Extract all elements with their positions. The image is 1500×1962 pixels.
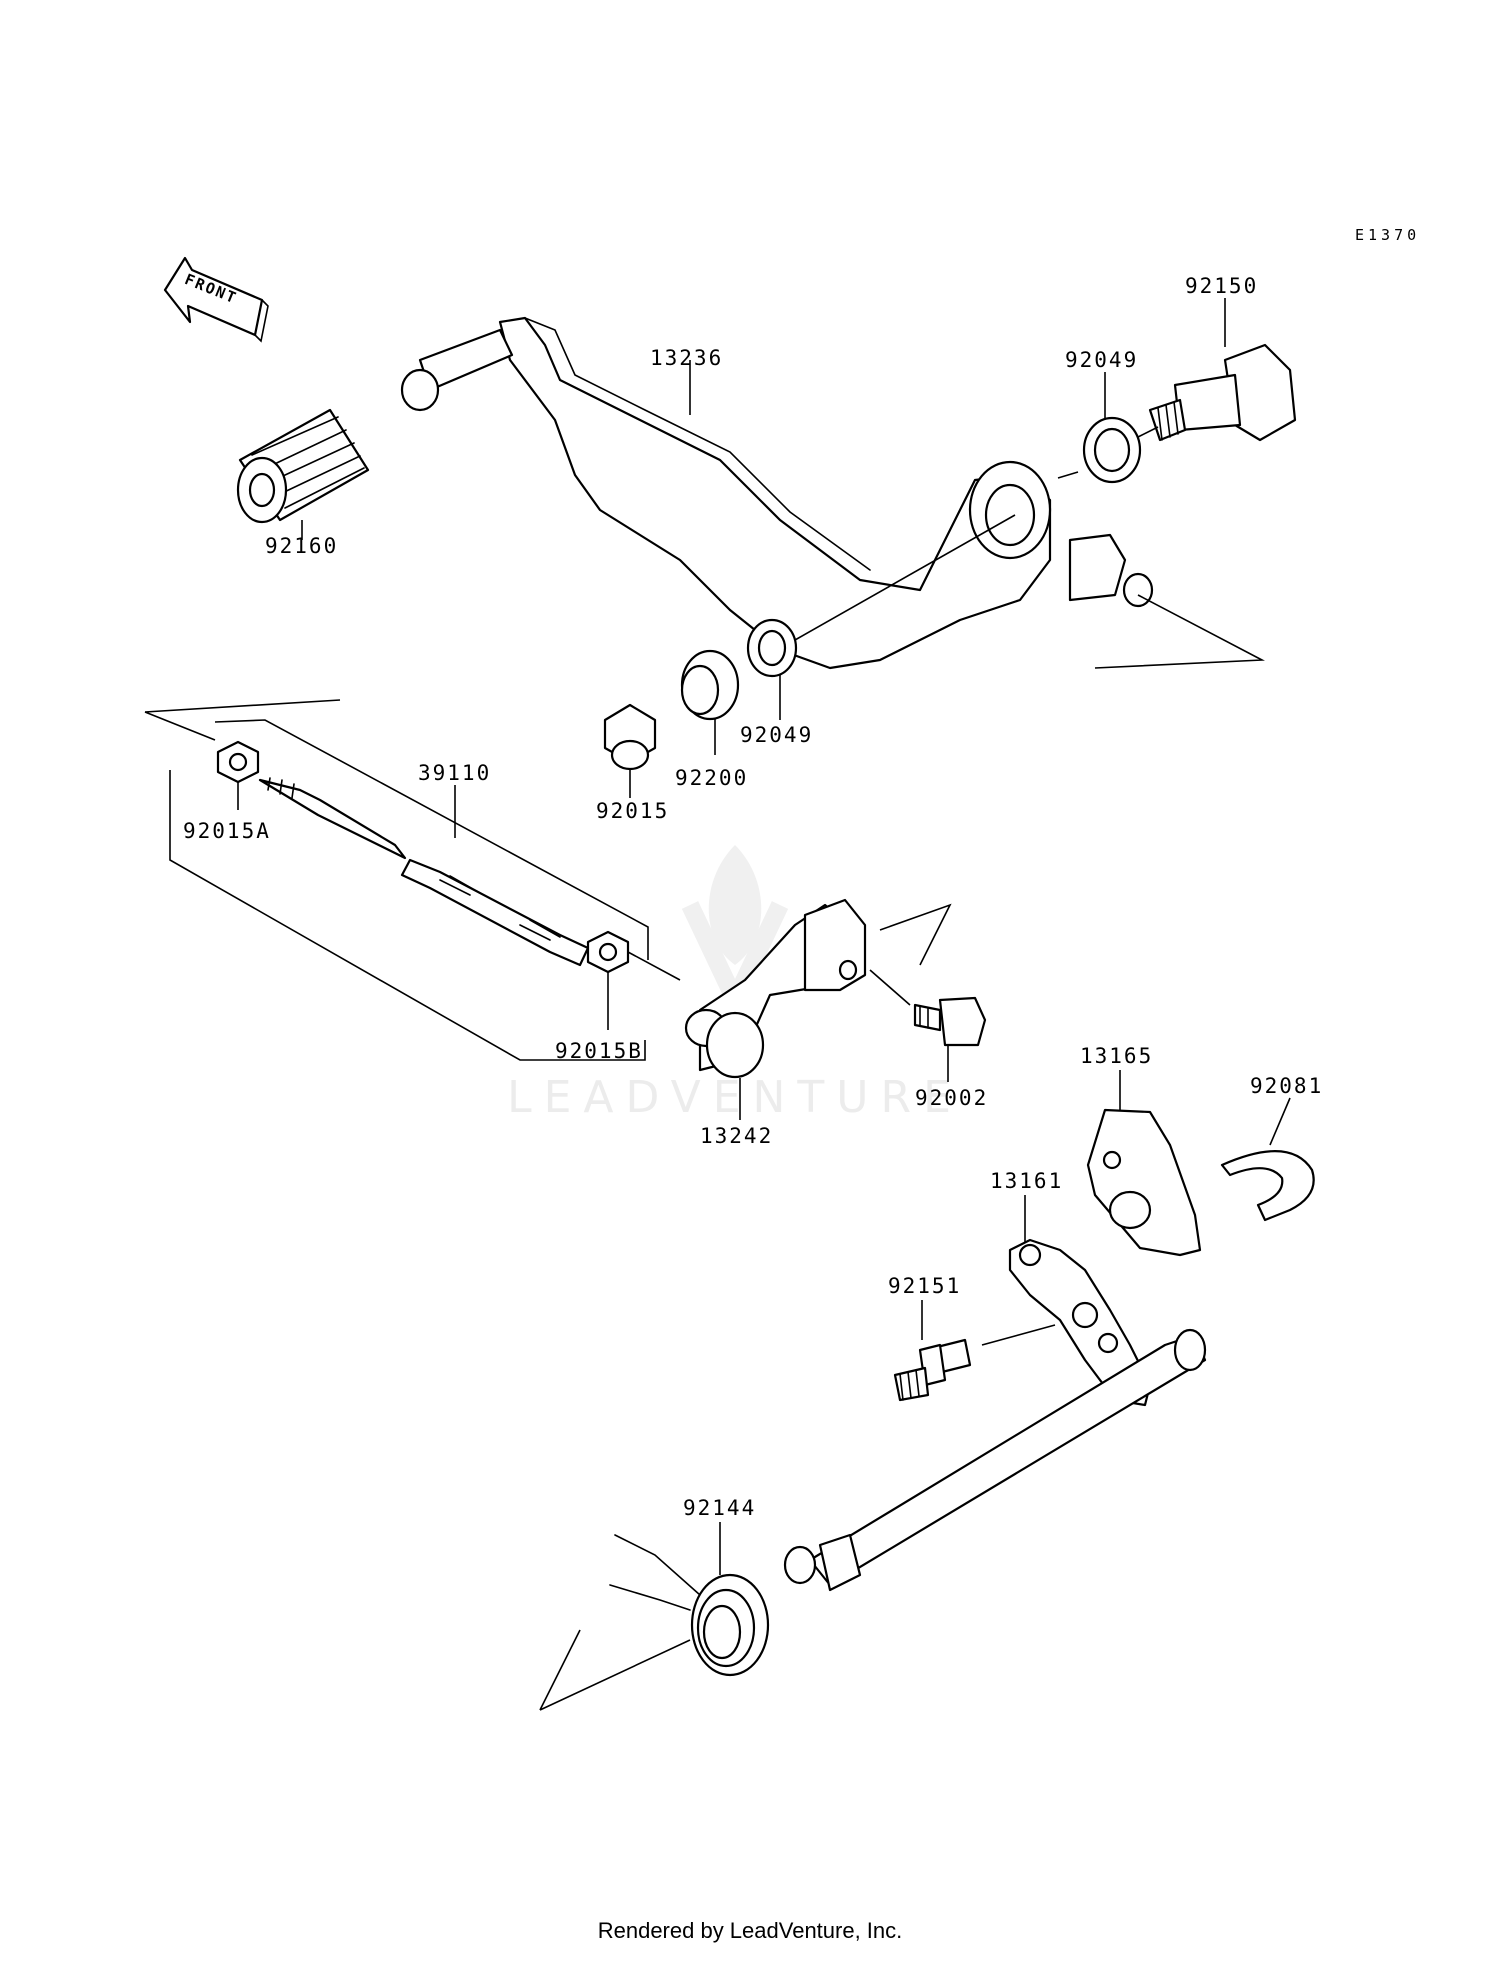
callout-92081: 92081 [1250, 1074, 1323, 1098]
callout-13242: 13242 [700, 1124, 773, 1148]
callout-92049-lower: 92049 [740, 723, 813, 747]
plate-13165 [1086, 1108, 1202, 1257]
washer-92049-upper [1082, 416, 1142, 484]
guide-lines [144, 426, 1265, 1711]
callout-92015B: 92015B [555, 1039, 643, 1063]
render-credit: Rendered by LeadVenture, Inc. [597, 1918, 903, 1943]
callout-13161: 13161 [990, 1169, 1063, 1193]
shift-shaft-13161 [783, 1238, 1207, 1592]
tie-rod-39110 [258, 777, 590, 967]
callout-92144: 92144 [683, 1496, 756, 1520]
assembly-bracket [169, 719, 649, 1061]
stud-92151 [893, 1338, 972, 1402]
callout-92151: 92151 [888, 1274, 961, 1298]
callout-13236: 13236 [650, 346, 723, 370]
watermark-text: LEADVENTURE [507, 1072, 963, 1123]
nut-92015B [586, 930, 630, 974]
callout-39110: 39110 [418, 761, 491, 785]
front-arrow-icon: FRONT [163, 256, 269, 343]
shift-pedal-13236 [400, 316, 1154, 670]
callout-leaders [237, 298, 1291, 1575]
callout-labels: 13236 92150 92049 92160 92049 92200 9201… [183, 274, 1323, 1520]
bolt-92150 [1148, 343, 1297, 442]
callout-92015: 92015 [596, 799, 669, 823]
shift-lever-13242 [684, 898, 867, 1079]
diagram-code: E1370 [1355, 226, 1420, 244]
spring-clip-92081 [1220, 1150, 1315, 1222]
cap-nut-92015 [603, 703, 657, 771]
return-spring-92144 [609, 1534, 770, 1677]
footpeg-rubber-92160 [236, 408, 370, 524]
nut-92015A [216, 740, 260, 784]
bolt-92002 [913, 996, 987, 1047]
callout-13165: 13165 [1080, 1044, 1153, 1068]
watermark: LEADVENTURE [507, 845, 963, 1123]
collar-92200 [680, 649, 740, 721]
callout-92150: 92150 [1185, 274, 1258, 298]
callout-92049-upper: 92049 [1065, 348, 1138, 372]
callout-92160: 92160 [265, 534, 338, 558]
callout-92002: 92002 [915, 1086, 988, 1110]
callout-92200: 92200 [675, 766, 748, 790]
washer-92049-lower [746, 618, 798, 678]
callout-92015A: 92015A [183, 819, 271, 843]
